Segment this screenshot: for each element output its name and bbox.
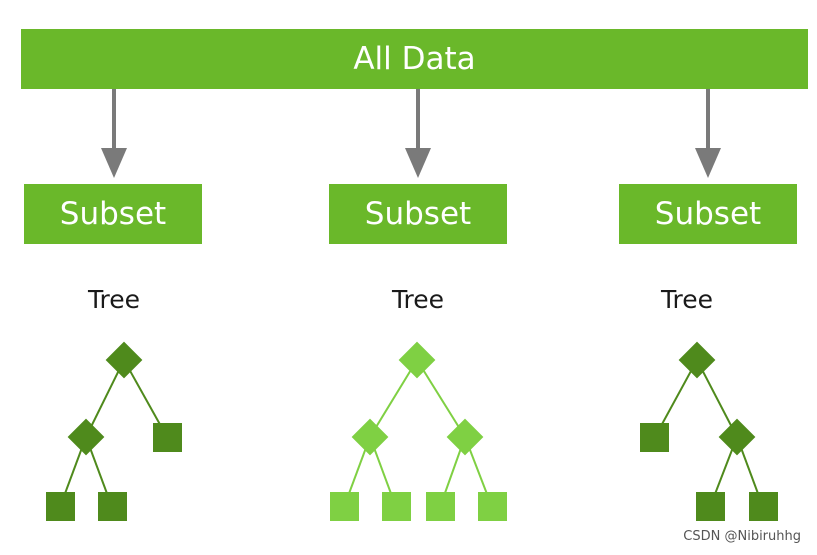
subset-box-3: Subset	[619, 184, 797, 244]
tree-2	[330, 341, 507, 521]
arrow-2	[405, 89, 431, 178]
tree-2-root-node	[398, 341, 436, 379]
tree-1	[46, 341, 182, 521]
arrow-3	[695, 89, 721, 178]
all-data-label: All Data	[353, 41, 476, 77]
all-data-bar: All Data	[21, 29, 808, 89]
tree-3-root-node	[678, 341, 716, 379]
tree-1-root-node	[105, 341, 143, 379]
tree-2-leaf-node	[426, 492, 455, 521]
tree-label-2: Tree	[391, 285, 445, 314]
tree-1-split-node	[67, 418, 105, 456]
subset-label: Subset	[364, 196, 472, 232]
tree-3-leaf-node	[640, 423, 669, 452]
tree-3-leaf-node	[696, 492, 725, 521]
tree-2-leaf-node	[330, 492, 359, 521]
tree-1-leaf-node	[98, 492, 127, 521]
tree-1-leaf-node	[153, 423, 182, 452]
arrow-1	[101, 89, 127, 178]
tree-label-3: Tree	[660, 285, 714, 314]
tree-2-split-node	[351, 418, 389, 456]
footer-credit: CSDN @Nibiruhhg	[683, 529, 801, 544]
tree-2-leaf-node	[382, 492, 411, 521]
subset-label: Subset	[654, 196, 762, 232]
tree-2-leaf-node	[478, 492, 507, 521]
tree-3-leaf-node	[749, 492, 778, 521]
tree-1-leaf-node	[46, 492, 75, 521]
tree-2-split-node	[446, 418, 484, 456]
tree-3	[640, 341, 778, 521]
subset-label: Subset	[59, 196, 167, 232]
tree-label-1: Tree	[87, 285, 141, 314]
subset-box-2: Subset	[329, 184, 507, 244]
tree-3-split-node	[718, 418, 756, 456]
subset-box-1: Subset	[24, 184, 202, 244]
